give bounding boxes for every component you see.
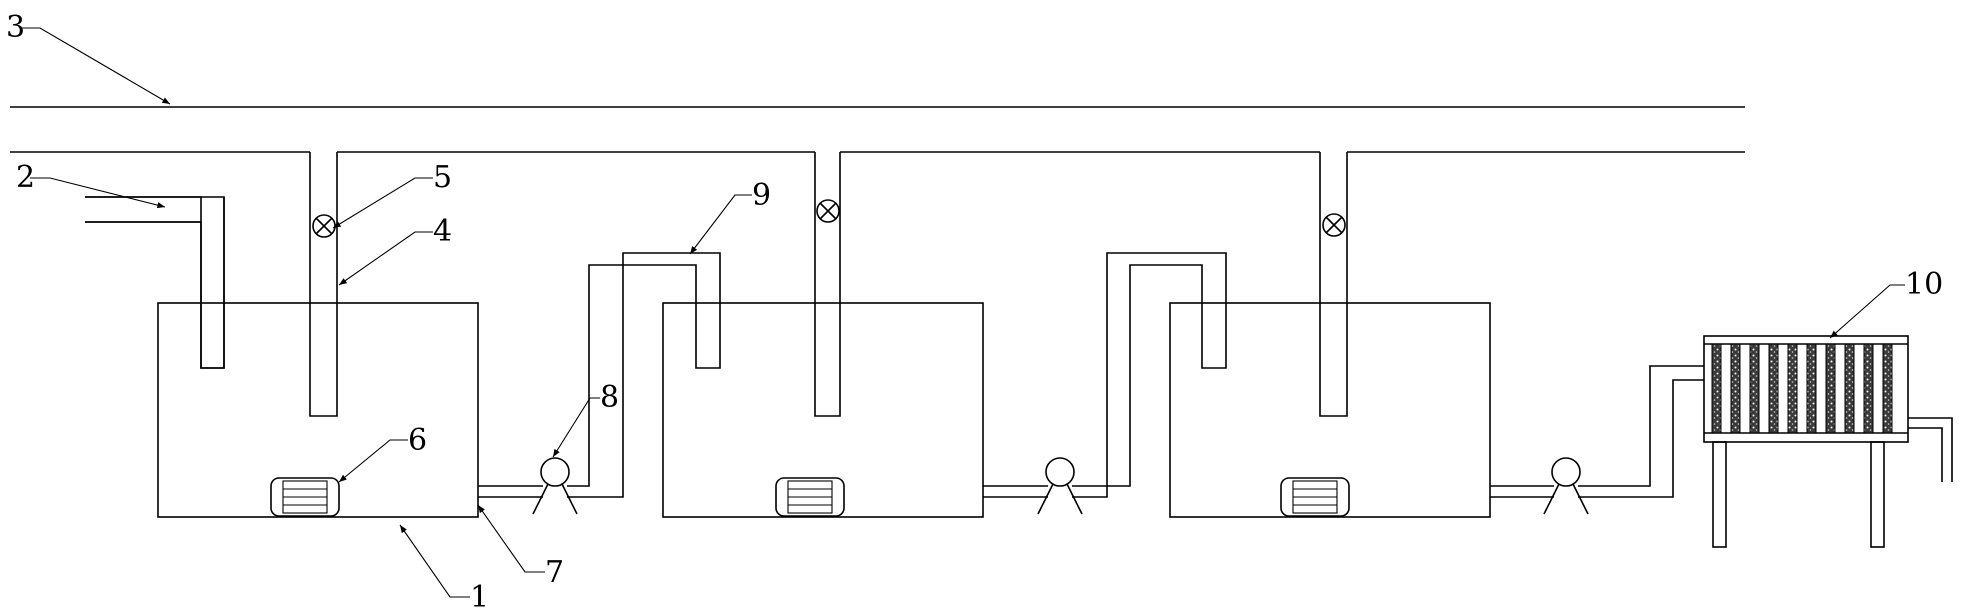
label-4: 4 xyxy=(433,214,452,249)
label-6: 6 xyxy=(408,423,427,458)
valve-3 xyxy=(1322,213,1346,237)
tank-1 xyxy=(157,302,479,518)
transfer-pipe-1 xyxy=(478,252,721,498)
membrane-module xyxy=(1703,335,1953,548)
branch-pipe-1 xyxy=(309,152,338,417)
aerator-1 xyxy=(270,477,340,517)
valve-2 xyxy=(816,199,840,223)
label-1: 1 xyxy=(470,580,489,614)
pump-3 xyxy=(1543,457,1589,515)
label-2: 2 xyxy=(16,160,35,195)
aerator-3 xyxy=(1280,477,1350,517)
aerator-2 xyxy=(775,477,845,517)
pump-1 xyxy=(532,457,578,515)
transfer-pipe-2 xyxy=(983,252,1227,498)
branch-pipe-3 xyxy=(1319,152,1348,417)
membrane-elements xyxy=(1711,343,1893,434)
label-7: 7 xyxy=(545,555,564,590)
tank-3 xyxy=(1169,302,1491,518)
main-header-pipe xyxy=(10,106,1745,153)
valve-1 xyxy=(312,214,336,238)
leader-lines xyxy=(20,27,1905,598)
label-5: 5 xyxy=(433,160,452,195)
label-8: 8 xyxy=(600,380,619,415)
pump-2 xyxy=(1037,457,1083,515)
branch-pipe-2 xyxy=(814,152,841,417)
label-9: 9 xyxy=(752,178,771,213)
label-3: 3 xyxy=(6,10,25,45)
label-10: 10 xyxy=(1905,267,1943,302)
tank-2 xyxy=(662,302,984,518)
outlet-pipe xyxy=(1490,365,1704,498)
